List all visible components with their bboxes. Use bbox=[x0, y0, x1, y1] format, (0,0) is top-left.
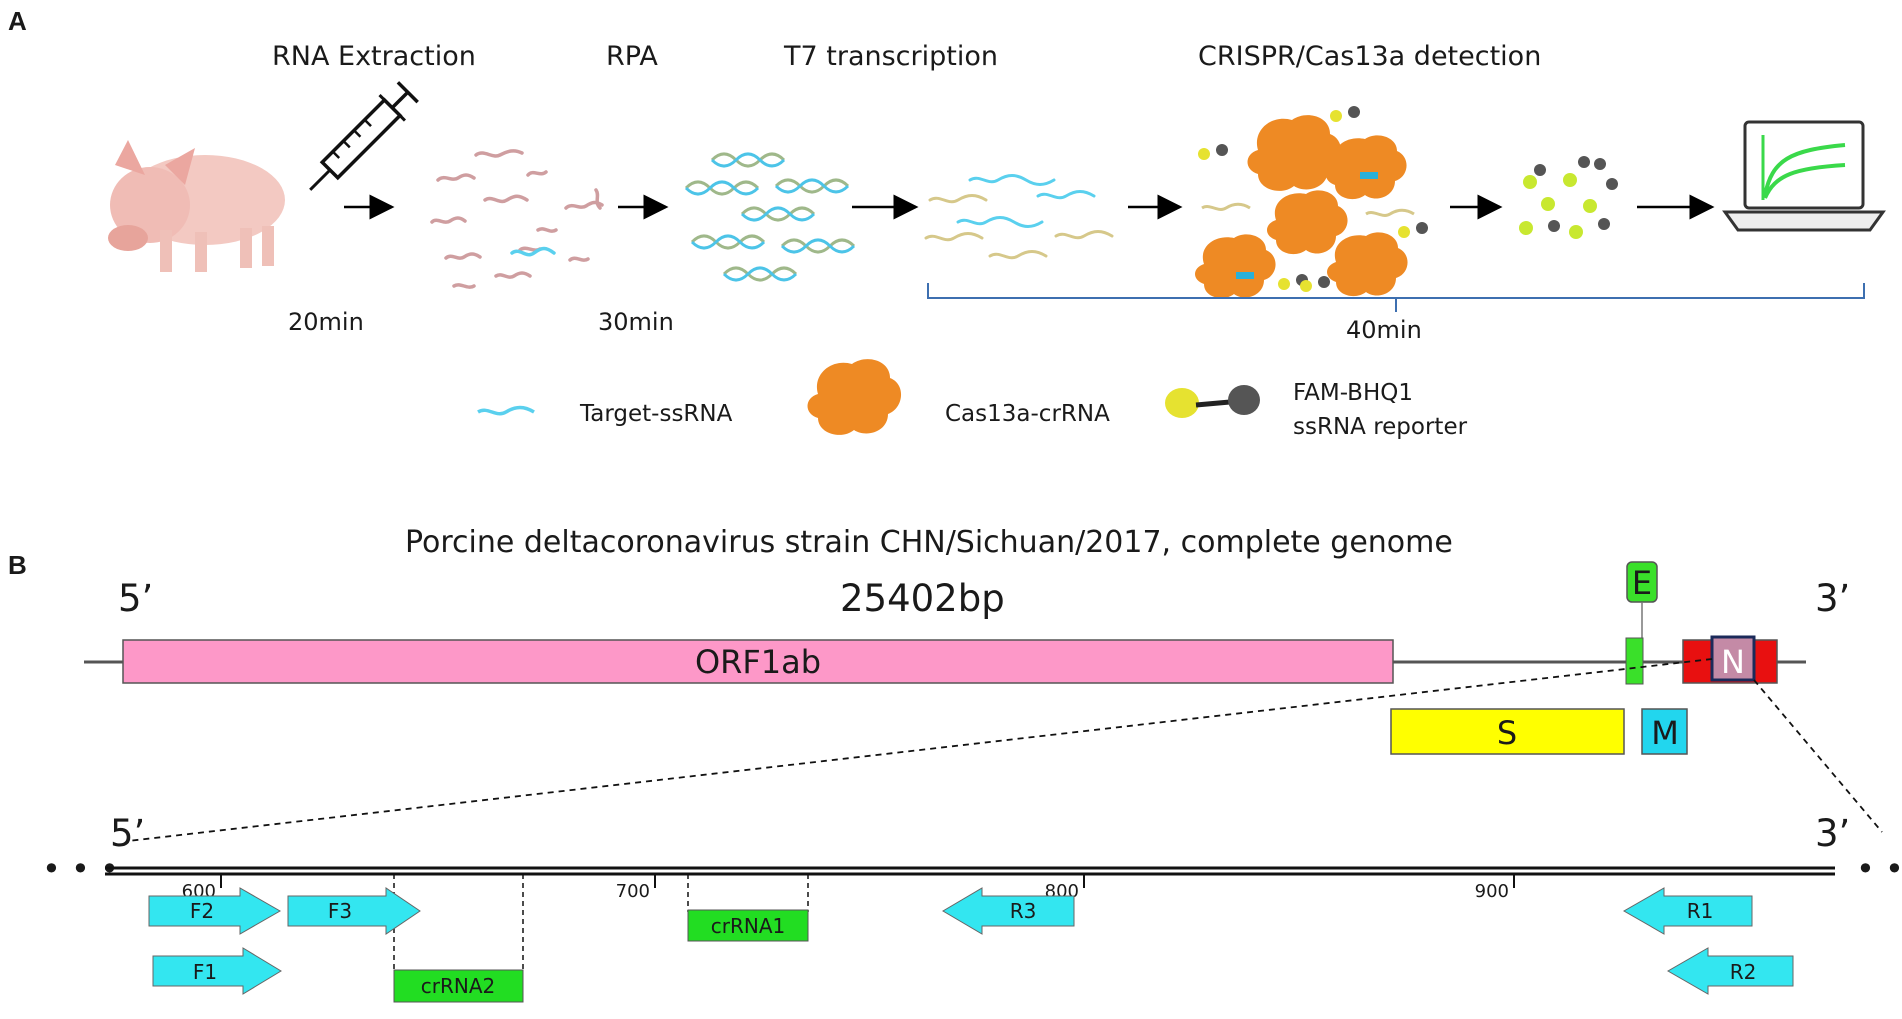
zoom-line-left bbox=[127, 658, 1713, 842]
step-rna-extraction: RNA Extraction bbox=[272, 41, 476, 72]
legend-reporter-label-1: FAM-BHQ1 bbox=[1293, 380, 1413, 406]
zoom-line-right bbox=[1753, 679, 1883, 833]
laptop-icon bbox=[1722, 120, 1886, 232]
primer-r1-label: R1 bbox=[1687, 899, 1714, 923]
legend-cas13a-label: Cas13a-crRNA bbox=[945, 401, 1110, 427]
legend-reporter-swatch bbox=[1165, 385, 1260, 418]
gene-s bbox=[1390, 708, 1625, 755]
primer-f2 bbox=[148, 887, 282, 935]
gene-e bbox=[1625, 637, 1644, 685]
step-labels: RNA Extraction RPA T7 transcription CRIS… bbox=[272, 41, 1541, 72]
zoom-region-box bbox=[1710, 635, 1756, 682]
panel-a-letter: A bbox=[8, 6, 27, 36]
step-crispr-detection: CRISPR/Cas13a detection bbox=[1198, 41, 1541, 72]
genome-three-prime: 3’ bbox=[1815, 577, 1850, 620]
axis-ticks bbox=[220, 874, 1515, 888]
cas13a-complexes-icon bbox=[1195, 106, 1428, 299]
gene-s-label: S bbox=[1497, 714, 1517, 752]
primer-f1 bbox=[152, 947, 282, 995]
time-detection: 40min bbox=[1346, 316, 1422, 344]
step-rpa: RPA bbox=[606, 41, 658, 72]
pig-icon bbox=[108, 140, 285, 272]
zoom-ellipsis-right: • • • bbox=[1856, 850, 1902, 888]
primer-r3-label: R3 bbox=[1010, 899, 1037, 923]
primer-f2-label: F2 bbox=[190, 899, 214, 923]
step-t7-transcription: T7 transcription bbox=[783, 41, 998, 72]
panel-b-letter: B bbox=[8, 550, 27, 580]
gene-e-label: E bbox=[1632, 564, 1652, 602]
tick-label-700: 700 bbox=[616, 881, 650, 902]
genome-five-prime: 5’ bbox=[118, 577, 153, 620]
syringe-icon bbox=[309, 81, 419, 191]
genome-title: Porcine deltacoronavirus strain CHN/Sich… bbox=[405, 525, 1453, 560]
crrna1-label: crRNA1 bbox=[711, 914, 785, 938]
detection-time-bracket bbox=[927, 283, 1865, 312]
primer-r2 bbox=[1666, 947, 1794, 995]
primer-r2-label: R2 bbox=[1730, 960, 1757, 984]
legend-target-label: Target-ssRNA bbox=[579, 401, 733, 427]
crrna2-label: crRNA2 bbox=[421, 974, 495, 998]
legend: Target-ssRNA Cas13a-crRNA FAM-BHQ1 ssRNA… bbox=[477, 359, 1468, 440]
zoom-five-prime: 5’ bbox=[110, 812, 145, 855]
target-rna-fragment bbox=[510, 246, 556, 257]
cleaved-reporters-icon bbox=[1519, 156, 1618, 239]
crrna2-box bbox=[393, 969, 524, 1003]
gene-m-label: M bbox=[1651, 714, 1679, 752]
primer-f3 bbox=[287, 887, 421, 935]
legend-target-swatch bbox=[477, 405, 535, 416]
gene-m bbox=[1641, 708, 1688, 755]
primer-r3 bbox=[942, 887, 1075, 935]
zoom-three-prime: 3’ bbox=[1815, 812, 1850, 855]
legend-reporter-label-2: ssRNA reporter bbox=[1293, 414, 1468, 440]
gene-orf1ab bbox=[122, 639, 1394, 684]
primer-r1 bbox=[1622, 887, 1753, 935]
gene-orf1ab-label: ORF1ab bbox=[695, 643, 821, 681]
time-rna-extraction: 20min bbox=[288, 308, 364, 336]
gene-n-label: N bbox=[1721, 643, 1745, 681]
transcribed-rna-icon bbox=[924, 174, 1114, 260]
primer-f3-label: F3 bbox=[328, 899, 352, 923]
legend-cas13a-swatch bbox=[807, 359, 902, 435]
extracted-rna-icon bbox=[430, 149, 604, 289]
genome-length: 25402bp bbox=[840, 577, 1005, 620]
crrna1-box bbox=[687, 909, 809, 942]
tick-label-900: 900 bbox=[1475, 881, 1509, 902]
rpa-amplicons-icon bbox=[684, 152, 856, 282]
time-rpa: 30min bbox=[598, 308, 674, 336]
primer-f1-label: F1 bbox=[193, 960, 217, 984]
